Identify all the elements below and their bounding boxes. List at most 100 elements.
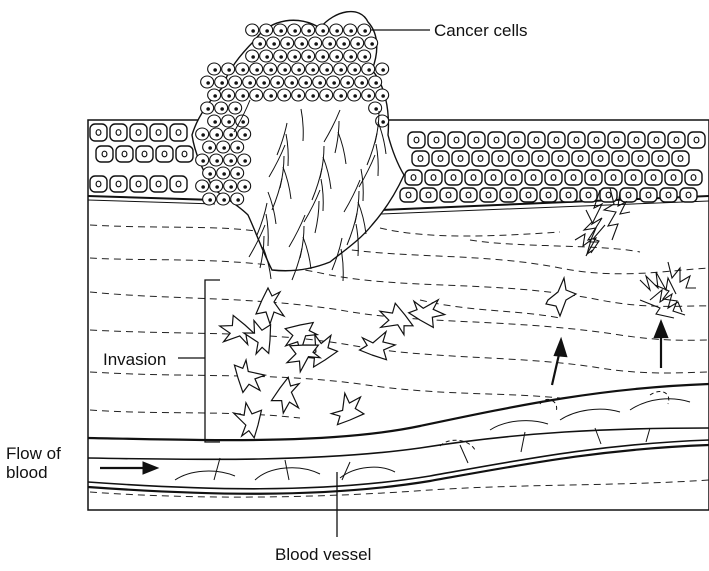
tumor-cell-nucleus	[222, 146, 226, 150]
cell-nucleus	[418, 156, 423, 162]
tumor-cell-nucleus	[367, 94, 371, 98]
cell-nucleus	[566, 192, 571, 198]
tumor-cell-nucleus	[276, 81, 280, 85]
tumor-cell-nucleus	[381, 120, 385, 124]
tumor-cell-nucleus	[321, 29, 325, 33]
tumor-cell-nucleus	[213, 68, 217, 72]
invasion-label: Invasion	[103, 350, 166, 369]
cell-nucleus	[434, 137, 439, 143]
tumor-cell-nucleus	[311, 94, 315, 98]
tumor-cell-nucleus	[258, 42, 262, 46]
cell-nucleus	[498, 156, 503, 162]
cell-nucleus	[526, 192, 531, 198]
epithelial-cells-left	[90, 124, 193, 192]
cell-nucleus	[176, 130, 181, 136]
tumor-cell-nucleus	[255, 68, 259, 72]
cell-nucleus	[691, 175, 696, 181]
cell-cluster-right	[640, 262, 696, 318]
cell-nucleus	[136, 130, 141, 136]
cell-nucleus	[686, 192, 691, 198]
cell-nucleus	[458, 156, 463, 162]
cell-nucleus	[406, 192, 411, 198]
cell-nucleus	[538, 156, 543, 162]
cell-nucleus	[626, 192, 631, 198]
cell-nucleus	[598, 156, 603, 162]
cancer-cells-label: Cancer cells	[434, 21, 528, 40]
tumor-cell-nucleus	[269, 68, 273, 72]
tumor-cell-nucleus	[374, 107, 378, 111]
tumor-cell-nucleus	[236, 172, 240, 176]
invading-cell	[270, 375, 304, 416]
tumor-cell-nucleus	[279, 29, 283, 33]
tumor-cell-nucleus	[248, 81, 252, 85]
cell-nucleus	[646, 192, 651, 198]
cell-nucleus	[466, 192, 471, 198]
invading-cell	[226, 354, 271, 399]
cell-nucleus	[571, 175, 576, 181]
tumor-cell-nucleus	[208, 172, 212, 176]
tumor-cell-nucleus	[208, 198, 212, 202]
cell-nucleus	[558, 156, 563, 162]
flow-of-blood-label-line1: Flow of	[6, 444, 61, 463]
tumor-cell-nucleus	[349, 55, 353, 59]
tumor-cell-nucleus	[279, 55, 283, 59]
cell-nucleus	[176, 181, 181, 187]
cell-nucleus	[426, 192, 431, 198]
cell-nucleus	[102, 151, 107, 157]
tumor-cell-nucleus	[307, 55, 311, 59]
cell-nucleus	[534, 137, 539, 143]
tumor-cell-nucleus	[335, 55, 339, 59]
tumor-cell-nucleus	[381, 94, 385, 98]
cell-nucleus	[671, 175, 676, 181]
tumor-cell-nucleus	[215, 159, 219, 163]
invading-cell	[358, 331, 396, 362]
epithelial-cells-right	[400, 132, 705, 202]
tumor-cell-nucleus	[318, 81, 322, 85]
tumor-cell-nucleus	[241, 120, 245, 124]
tumor-cell-nucleus	[325, 94, 329, 98]
tumor-cell-nucleus	[356, 42, 360, 46]
cell-nucleus	[554, 137, 559, 143]
tumor-cell-nucleus	[339, 94, 343, 98]
cell-nucleus	[551, 175, 556, 181]
flow-of-blood-label-line2: blood	[6, 463, 61, 482]
cell-nucleus	[531, 175, 536, 181]
tumor-cell-nucleus	[325, 68, 329, 72]
tumor-cell-nucleus	[290, 81, 294, 85]
tumor-cell-nucleus	[243, 159, 247, 163]
tumor-cell-nucleus	[293, 55, 297, 59]
tumor-cell-nucleus	[229, 133, 233, 137]
tumor-cell-nucleus	[293, 29, 297, 33]
tumor-cell-nucleus	[222, 198, 226, 202]
invading-cell	[256, 288, 284, 324]
cell-nucleus	[162, 151, 167, 157]
tumor-cell-nucleus	[297, 94, 301, 98]
cell-nucleus	[451, 175, 456, 181]
tumor-cell-nucleus	[265, 55, 269, 59]
tumor-cell-nucleus	[251, 55, 255, 59]
tumor-cell-nucleus	[283, 94, 287, 98]
tumor-cell-nucleus	[335, 29, 339, 33]
tumor-cell-nucleus	[342, 42, 346, 46]
tumor-cell-nucleus	[234, 107, 238, 111]
cell-nucleus	[666, 192, 671, 198]
tumor-cell-nucleus	[215, 185, 219, 189]
tumor-cell-nucleus	[241, 94, 245, 98]
tumor-cell-nucleus	[367, 68, 371, 72]
cell-nucleus	[431, 175, 436, 181]
cell-nucleus	[506, 192, 511, 198]
cell-nucleus	[578, 156, 583, 162]
invading-cell	[374, 299, 419, 340]
cell-nucleus	[411, 175, 416, 181]
cell-nucleus	[574, 137, 579, 143]
cell-nucleus	[631, 175, 636, 181]
tumor-cell-nucleus	[220, 107, 224, 111]
cell-nucleus	[611, 175, 616, 181]
migration-arrows	[552, 322, 667, 385]
flow-arrow	[100, 462, 158, 474]
tumor-cell-nucleus	[206, 107, 210, 111]
tumor-cell-nucleus	[314, 42, 318, 46]
tumor-cell-nucleus	[353, 94, 357, 98]
tumor-cell-nucleus	[332, 81, 336, 85]
tumor-cell-nucleus	[269, 94, 273, 98]
